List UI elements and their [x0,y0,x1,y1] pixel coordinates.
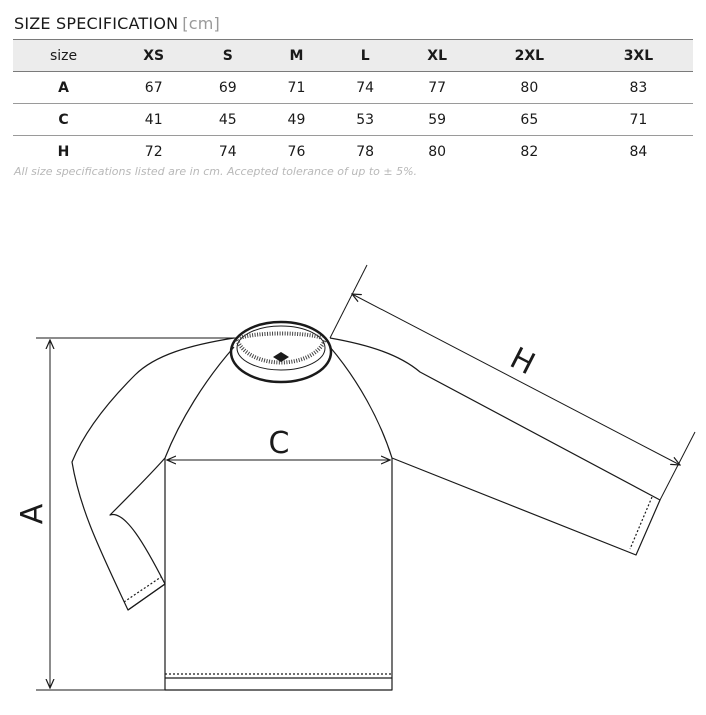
header-xs: XS [114,39,194,72]
table-cell: 67 [114,71,194,104]
table-row-h: H 72 74 76 78 80 82 84 [13,136,693,168]
title-text: SIZE SPECIFICATION [14,14,179,33]
dimension-h-bottom-extension [659,431,696,501]
table-cell: 84 [629,143,648,160]
left-raglan-seam [164,346,235,459]
shirt-body [164,458,393,691]
table-cell: 74 [330,71,400,104]
table-cell: 45 [193,103,263,136]
table-cell: 78 [356,143,375,160]
table-cell: 76 [287,143,306,160]
dimension-h [329,264,696,501]
table-cell: 80 [428,143,447,160]
header-l: L [330,39,400,72]
collar-outer [229,320,333,384]
table-cell: 69 [193,71,263,104]
header-m: M [262,39,331,72]
right-raglan-seam [329,346,393,459]
table-cell: 80 [474,71,584,104]
table-header-row: size XS S M L XL 2XL 3XL [13,39,693,72]
table-cell: 77 [399,71,475,104]
collar-rib [235,339,327,365]
table-cell: 72 [144,143,163,160]
row-label: H [57,143,70,160]
header-2xl: 2XL [474,39,584,72]
header-xl: XL [399,39,475,72]
table-cell: 65 [474,103,584,136]
table-cell: 83 [583,71,693,104]
back-neck [239,331,323,340]
table-cell: 41 [114,103,194,136]
dimension-a-label: A [15,503,50,524]
right-cuff-stitch [629,496,653,550]
table-cell: 49 [262,103,331,136]
left-sleeve [71,337,235,611]
collar-inner [236,325,326,371]
tolerance-note: All size specifications listed are in cm… [14,165,418,178]
table-cell: 53 [330,103,400,136]
row-label: C [13,103,115,136]
page-title: SIZE SPECIFICATION[cm] [14,14,220,33]
header-s: S [193,39,263,72]
table-cell: 82 [520,143,539,160]
table-row-a: A 67 69 71 74 77 80 83 [13,71,693,104]
left-cuff-stitch [123,576,162,603]
dimension-c-label: C [269,426,290,461]
dimension-h-top-extension [329,264,368,339]
shirt-outline [71,320,661,691]
row-label: A [13,71,115,104]
dimension-a [36,337,238,691]
size-table: size XS S M L XL 2XL 3XL A 67 69 71 74 7… [13,39,693,167]
title-unit: [cm] [182,14,220,33]
dimension-h-line [352,294,680,465]
header-3xl: 3XL [583,39,693,72]
label-icon [273,352,289,362]
table-cell: 74 [218,143,237,160]
table-row-c: C 41 45 49 53 59 65 71 [13,103,693,136]
header-size: size [13,39,115,72]
table-cell: 59 [399,103,475,136]
table-cell: 71 [262,71,331,104]
left-cuff [127,583,166,611]
table-cell: 71 [583,103,693,136]
right-sleeve [329,337,661,556]
